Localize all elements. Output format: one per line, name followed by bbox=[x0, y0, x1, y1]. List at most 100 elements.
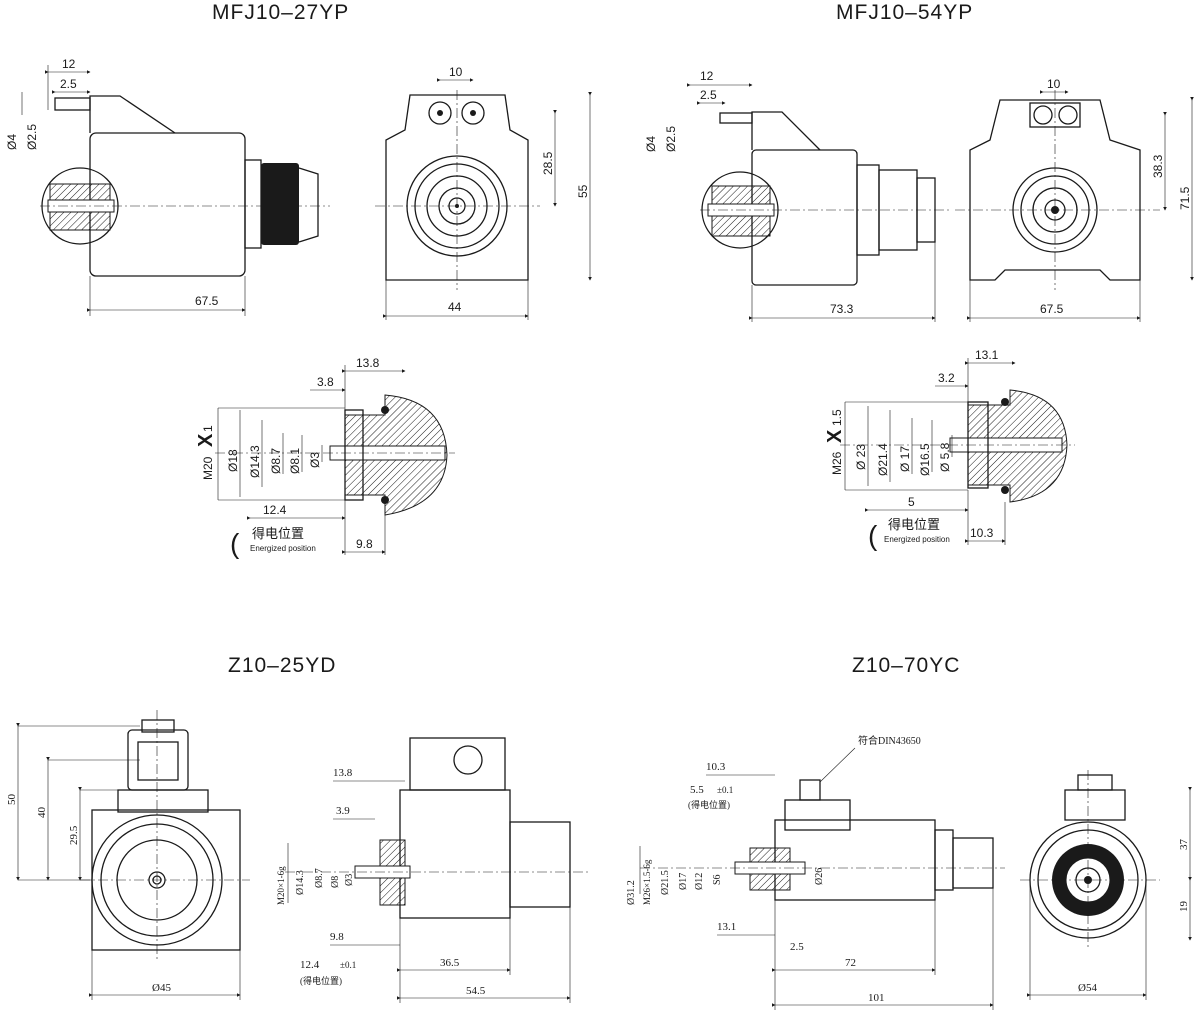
z25-dim-13-8: 13.8 bbox=[333, 767, 353, 779]
det27-dia-8-1: Ø8.1 bbox=[288, 448, 302, 474]
det54-energized-en: Energized position bbox=[884, 535, 950, 544]
z25-dim-36-5: 36.5 bbox=[440, 957, 460, 969]
det27-dim-3-8: 3.8 bbox=[317, 375, 334, 389]
det54-dia-5-8: Ø 5.8 bbox=[938, 442, 952, 472]
z70-dia-17: Ø17 bbox=[678, 873, 689, 890]
z25-dim-9-8: 9.8 bbox=[330, 931, 344, 943]
mfj54-dia-2-5: Ø2.5 bbox=[664, 126, 678, 152]
z70-dim-37: 37 bbox=[1178, 839, 1190, 851]
z25-dia-8: Ø8 bbox=[330, 876, 341, 888]
z70-dim-101: 101 bbox=[868, 992, 885, 1004]
z25-dim-50: 50 bbox=[6, 794, 18, 806]
det54-dia-21-4: Ø21.4 bbox=[876, 443, 890, 476]
z25-dia-3: Ø3 bbox=[344, 874, 355, 886]
svg-text:(: ( bbox=[230, 528, 240, 559]
det54-dim-13-1: 13.1 bbox=[975, 348, 999, 362]
mfj27-dim-67-5: 67.5 bbox=[195, 294, 219, 308]
z70-front-view: 37 19 Ø54 bbox=[1020, 770, 1192, 1000]
z70-din-note: 符合DIN43650 bbox=[858, 734, 921, 747]
det27-dia-18: Ø18 bbox=[226, 449, 240, 472]
mfj27-dim-28-5: 28.5 bbox=[541, 151, 555, 175]
z25-dim-40: 40 bbox=[36, 807, 48, 819]
z70-dim-2-5: 2.5 bbox=[790, 941, 804, 953]
z25-dim-3-9: 3.9 bbox=[336, 805, 350, 817]
z25-energized: (得电位置) bbox=[300, 975, 342, 986]
z70-dim-13-1: 13.1 bbox=[717, 921, 736, 933]
z70-dim-19: 19 bbox=[1178, 901, 1190, 913]
z25-dia-8-7: Ø8.7 bbox=[314, 868, 325, 888]
mfj54-dim-73-3: 73.3 bbox=[830, 302, 854, 316]
mfj54-dim-71-5: 71.5 bbox=[1178, 186, 1192, 210]
det27-m20-x: X bbox=[195, 433, 217, 447]
det27-energized-en: Energized position bbox=[250, 544, 316, 553]
det27-dia-14-3: Ø14.3 bbox=[248, 445, 262, 478]
z25-dia-45: Ø45 bbox=[152, 982, 171, 994]
det54-dia-23: Ø 23 bbox=[854, 444, 868, 470]
det54-energized-cn: 得电位置 bbox=[888, 517, 940, 532]
det54-dim-3-2: 3.2 bbox=[938, 371, 955, 385]
z70-m26: M26×1.5-6g bbox=[642, 859, 652, 905]
z70-energized: (得电位置) bbox=[688, 799, 730, 810]
det54-dia-17: Ø 17 bbox=[898, 446, 912, 472]
mfj27-dim-44: 44 bbox=[448, 300, 462, 314]
z25-dim-54-5: 54.5 bbox=[466, 985, 486, 997]
det27-dim-13-8: 13.8 bbox=[356, 356, 380, 370]
title-z10-70yc: Z10–70YC bbox=[852, 654, 960, 677]
z25-m20: M20×1-6g bbox=[276, 866, 286, 905]
mfj27-dia-2-5: Ø2.5 bbox=[25, 124, 39, 150]
det54-m26-x: X bbox=[824, 429, 846, 443]
mfj27-dim-2-5: 2.5 bbox=[60, 77, 77, 91]
title-mfj10-54yp: MFJ10–54YP bbox=[836, 1, 973, 24]
mfj54-dim-67-5: 67.5 bbox=[1040, 302, 1064, 316]
z70-dim-10-3: 10.3 bbox=[706, 761, 726, 773]
det54-dim-5: 5 bbox=[908, 495, 915, 509]
det27-dia-8-7: Ø8.7 bbox=[269, 448, 283, 474]
det27-m20-pitch: 1 bbox=[201, 425, 215, 432]
mfj54-dim-12: 12 bbox=[700, 69, 714, 83]
z70-tol: ±0.1 bbox=[717, 785, 733, 795]
det54-dia-16-5: Ø16.5 bbox=[918, 443, 932, 476]
z70-dia-21-5: Ø21.5 bbox=[660, 870, 671, 895]
det27-dim-12-4: 12.4 bbox=[263, 503, 287, 517]
mfj54-side-view: 12 2.5 Ø4 Ø2.5 73.3 bbox=[644, 69, 950, 322]
z70-dia-12: Ø12 bbox=[694, 873, 705, 890]
z25-dim-12-4: 12.4 bbox=[300, 959, 320, 971]
det54-dim-10-3: 10.3 bbox=[970, 526, 994, 540]
det27-energized-cn: 得电位置 bbox=[252, 526, 304, 541]
z70-side-view: 符合DIN43650 10.3 5.5 ±0.1 (得电位置) Ø31.2 M2… bbox=[626, 734, 1005, 1010]
mfj27-dim-12: 12 bbox=[62, 57, 76, 71]
mfj54-front-view: 10 38.3 71.5 67.5 bbox=[955, 77, 1194, 322]
title-mfj10-27yp: MFJ10–27YP bbox=[212, 1, 349, 24]
z70-dim-72: 72 bbox=[845, 957, 856, 969]
z70-dia-31-2: Ø31.2 bbox=[626, 880, 637, 905]
z25-dia-14-3: Ø14.3 bbox=[295, 870, 306, 895]
det54-m26: M26 bbox=[830, 451, 844, 475]
mfj54-dim-10: 10 bbox=[1047, 77, 1061, 91]
z25-dim-29-5: 29.5 bbox=[68, 825, 80, 845]
z70-s6: S6 bbox=[712, 874, 723, 885]
mfj54-dim-38-3: 38.3 bbox=[1151, 154, 1165, 178]
svg-text:(: ( bbox=[868, 520, 878, 551]
z70-dim-5-5: 5.5 bbox=[690, 784, 704, 796]
mfj27-side-view: 12 2.5 Ø4 Ø2.5 67.5 bbox=[5, 57, 330, 316]
mfj27-dim-10: 10 bbox=[449, 65, 463, 79]
z25-side-view: 13.8 3.9 M20×1-6g Ø14.3 Ø8.7 Ø8 Ø3 9.8 1… bbox=[276, 737, 590, 1003]
det27-dim-9-8: 9.8 bbox=[356, 537, 373, 551]
z70-dia-54: Ø54 bbox=[1078, 982, 1097, 994]
mfj27-front-view: 10 28.5 55 44 bbox=[375, 65, 592, 320]
mfj27-dia-4: Ø4 bbox=[5, 134, 19, 150]
z25-front-view: 50 40 29.5 Ø45 bbox=[6, 710, 250, 1000]
z70-dia-26: Ø26 bbox=[814, 868, 825, 885]
det54-m26-pitch: 1.5 bbox=[830, 409, 844, 426]
mfj54-detail-section: 13.1 3.2 M26 X 1.5 Ø 23 Ø21.4 Ø 17 Ø16.5… bbox=[824, 348, 1075, 551]
title-z10-25yd: Z10–25YD bbox=[228, 654, 336, 677]
mfj54-dim-2-5: 2.5 bbox=[700, 88, 717, 102]
det27-m20: M20 bbox=[201, 456, 215, 480]
z25-tol: ±0.1 bbox=[340, 960, 356, 970]
mfj27-dim-55: 55 bbox=[576, 184, 590, 198]
mfj54-dia-4: Ø4 bbox=[644, 136, 658, 152]
mfj27-detail-section: 13.8 3.8 M20 X 1 Ø18 Ø14.3 Ø8.7 Ø8.1 Ø3 … bbox=[195, 356, 455, 559]
det27-dia-3: Ø3 bbox=[308, 452, 322, 468]
